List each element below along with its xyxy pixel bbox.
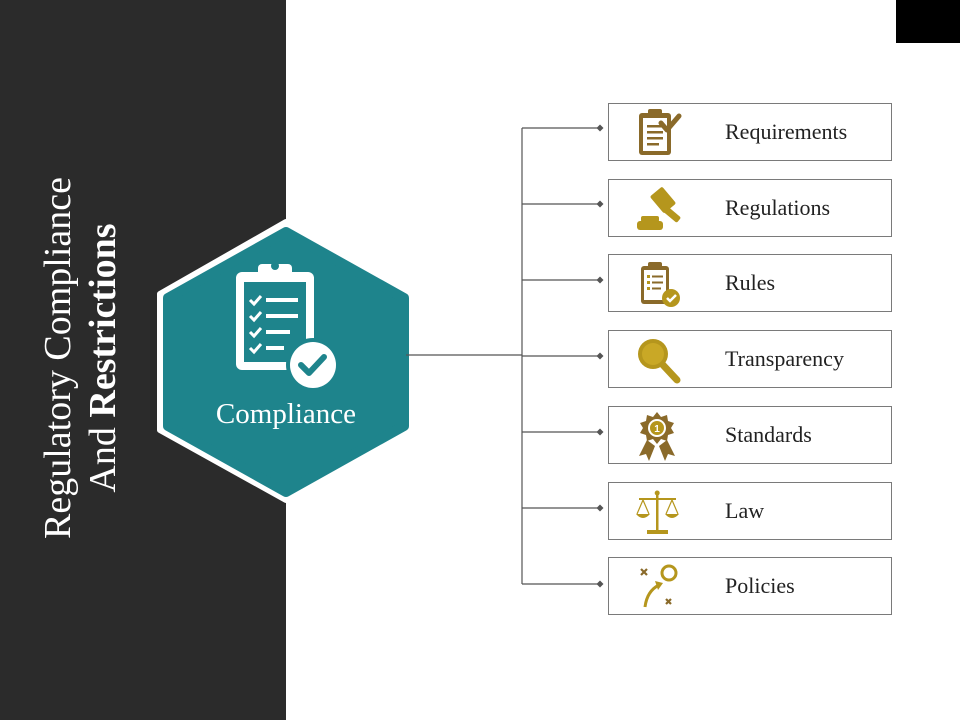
item-label: Requirements	[725, 119, 848, 144]
item-label: Transparency	[725, 346, 844, 371]
branch-diamond-4	[596, 352, 604, 360]
branch-diamond-1	[596, 124, 604, 132]
branch-diamond-3	[596, 276, 604, 284]
item-label: Rules	[725, 270, 776, 295]
item-requirements: Requirements	[608, 103, 892, 161]
clipboard-check-icon	[639, 109, 682, 155]
item-label: Policies	[725, 573, 795, 598]
award-ribbon-icon: 1	[639, 412, 675, 461]
item-regulations: Regulations	[608, 179, 892, 237]
item-label: Standards	[725, 422, 812, 447]
branch-diamond-6	[596, 504, 604, 512]
branch-connectors	[522, 124, 604, 588]
item-rules: Rules	[608, 254, 892, 312]
checklist-icon	[641, 262, 680, 307]
branch-diamond-2	[596, 200, 604, 208]
item-label: Regulations	[725, 195, 831, 220]
item-label: Law	[725, 498, 765, 523]
item-law: Law	[608, 482, 892, 540]
gavel-icon	[637, 187, 681, 230]
hub-label: Compliance	[215, 398, 357, 430]
strategy-icon	[640, 564, 678, 608]
item-transparency: Transparency	[608, 330, 892, 388]
branch-diamond-7	[596, 580, 604, 588]
corner-block	[896, 0, 960, 43]
svg-text:1: 1	[654, 424, 660, 435]
item-policies: Policies	[608, 557, 892, 615]
scales-icon	[636, 490, 679, 534]
item-standards: 1 Standards	[608, 406, 892, 464]
magnifier-icon	[638, 339, 681, 384]
branch-diamond-5	[596, 428, 604, 436]
clipboard-check-icon	[236, 262, 340, 392]
